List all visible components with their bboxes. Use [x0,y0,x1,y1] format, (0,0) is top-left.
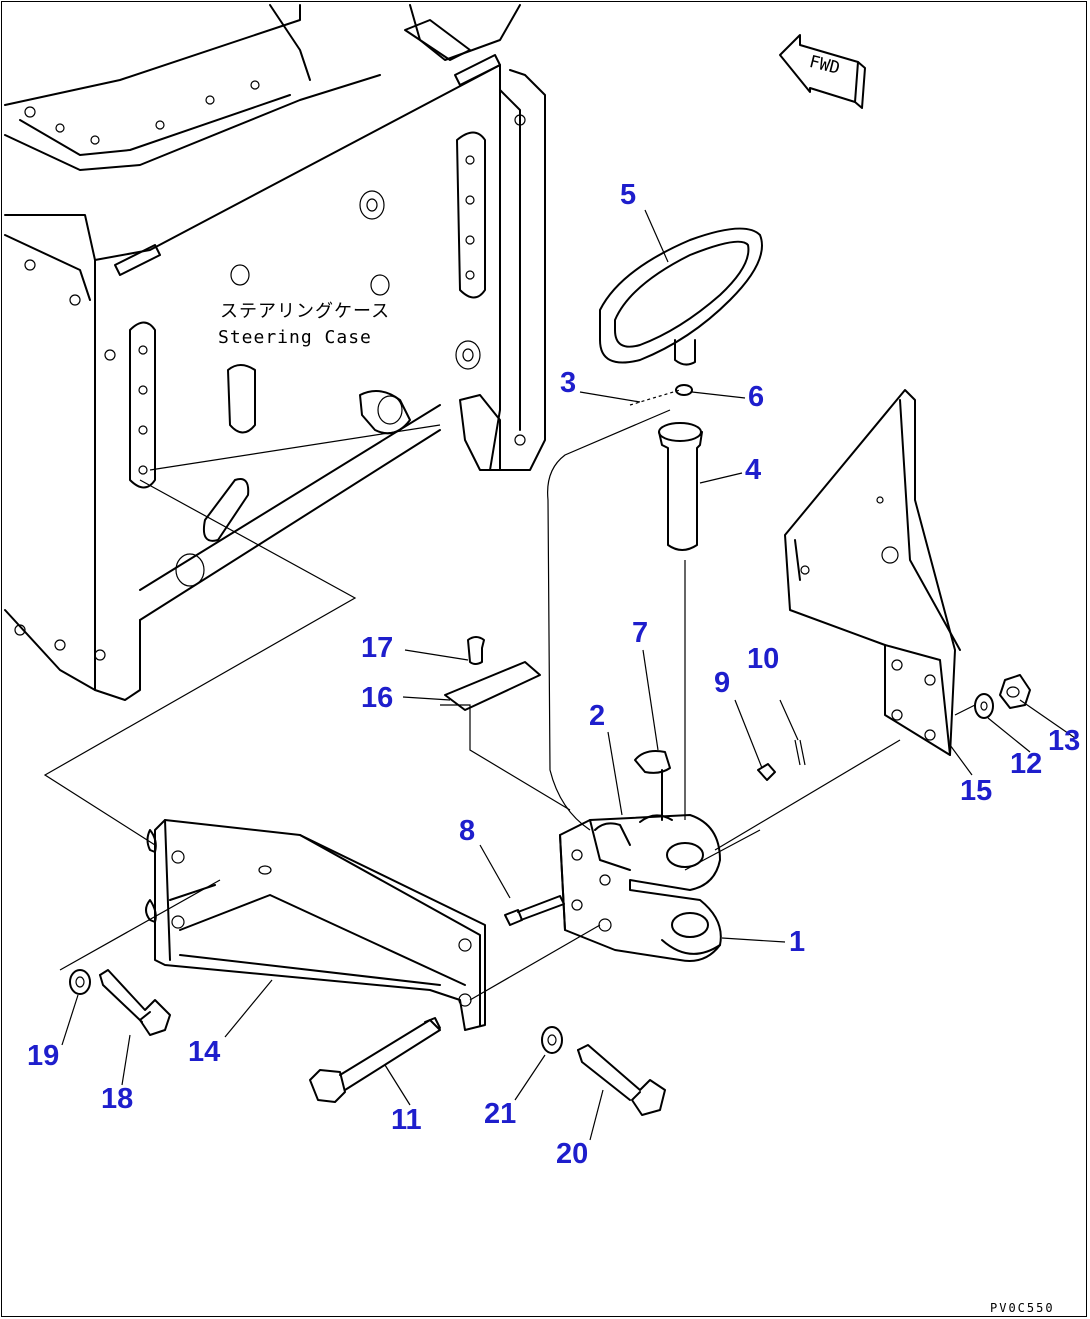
part-washer-nut [954,674,1031,719]
callout-15: 15 [960,775,993,807]
part-bolt-right [541,1026,666,1116]
part-long-bolt [309,1017,441,1103]
callout-1: 1 [789,926,806,958]
callout-18: 18 [101,1083,134,1115]
callout-21: 21 [484,1098,517,1130]
part-grip-handle [599,227,763,366]
callout-6: 6 [748,381,765,413]
callout-11: 11 [391,1104,422,1136]
fwd-arrow [779,34,866,109]
callout-4: 4 [745,454,762,486]
part-bolt-left [69,969,171,1036]
callout-8: 8 [459,815,476,847]
part-bracket [145,819,486,1031]
part-stopper [634,739,806,821]
steering-case [4,4,546,701]
callout-16: 16 [361,682,394,714]
part-yoke [559,814,722,962]
callout-leaders [61,209,1076,1141]
drawing-code: PV0C550 [990,1301,1055,1315]
callout-13: 13 [1048,725,1081,757]
callout-17: 17 [361,632,394,664]
callout-12: 12 [1010,748,1043,780]
callout-7: 7 [632,617,649,649]
callout-9: 9 [714,667,731,699]
steering-case-label-en: Steering Case [218,327,372,348]
callout-20: 20 [556,1138,589,1170]
callout-2: 2 [589,700,606,732]
steering-case-label-jp: ステアリングケース [220,301,391,322]
reference-lines [43,409,901,1001]
callout-10: 10 [747,643,780,675]
callout-5: 5 [620,179,637,211]
part-pin [658,422,703,551]
callout-3: 3 [560,367,577,399]
part-side-plate [784,389,961,756]
part-small-plate [444,636,541,711]
part-small-bolt [504,895,565,926]
callout-14: 14 [188,1036,221,1068]
part-chain [629,384,693,406]
callout-19: 19 [27,1040,60,1072]
